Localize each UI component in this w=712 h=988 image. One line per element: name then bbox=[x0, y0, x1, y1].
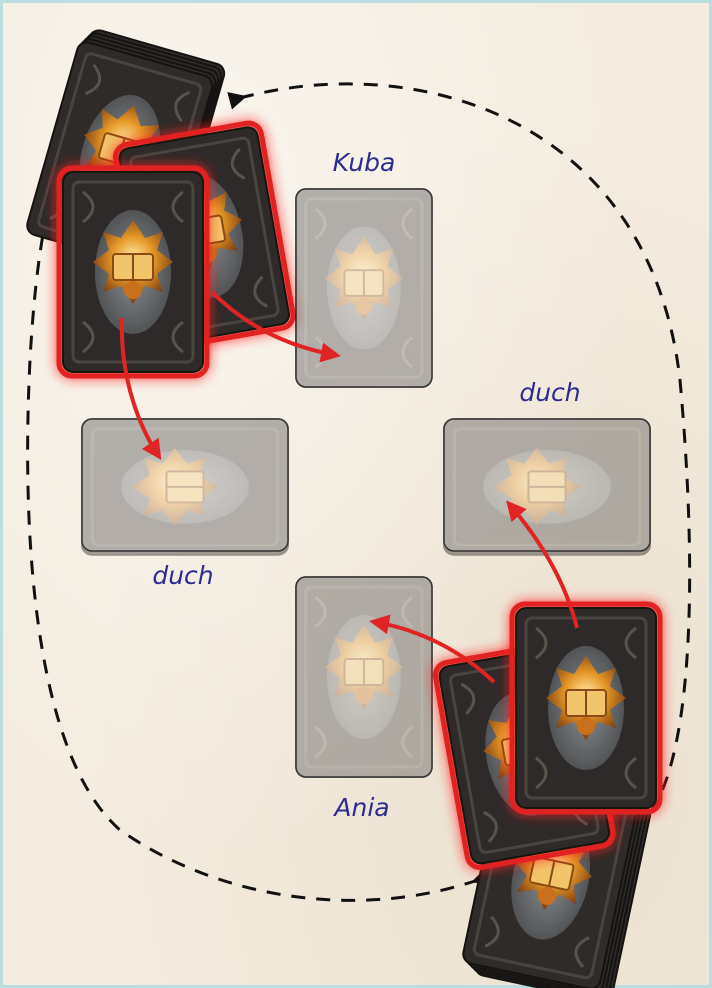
slot-duch-right-outline bbox=[444, 419, 650, 551]
slot-duch-left-outline bbox=[82, 419, 288, 551]
slot-ania-outline bbox=[296, 577, 432, 777]
slot-kuba-outline bbox=[296, 189, 432, 387]
player-label-kuba: Kuba bbox=[333, 148, 396, 177]
player-label-duch-right: duch bbox=[519, 378, 580, 407]
player-label-ania: Ania bbox=[334, 793, 389, 822]
drawn-card-front[interactable] bbox=[59, 168, 207, 376]
drawn-card-front-2[interactable] bbox=[512, 604, 660, 812]
player-label-duch-left: duch bbox=[152, 561, 213, 590]
